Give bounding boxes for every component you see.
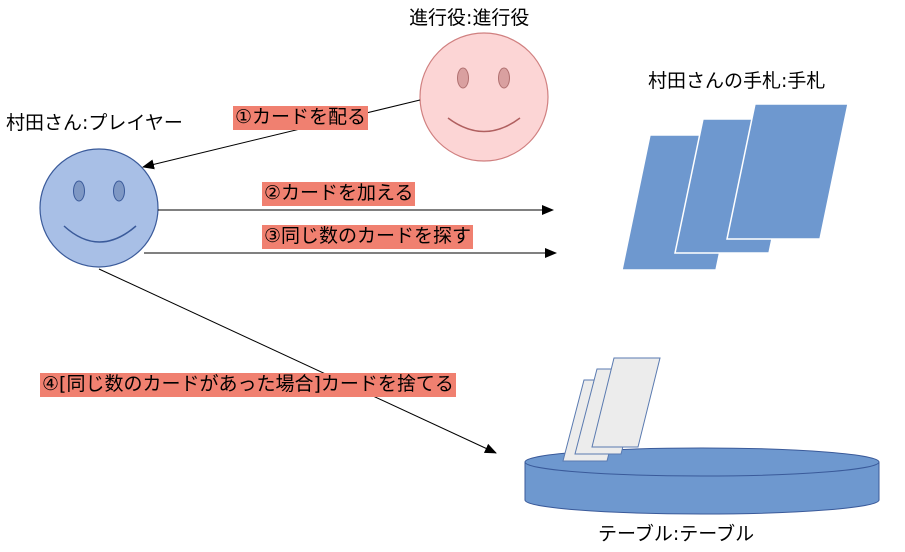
table-icon bbox=[524, 357, 880, 515]
message-add-cards: ②カードを加える bbox=[262, 182, 416, 206]
hand-cards-icon bbox=[621, 103, 849, 271]
discarded-cards-icon bbox=[562, 357, 661, 462]
hand-label: 村田さんの手札:手札 bbox=[648, 70, 826, 92]
arrow-deal-cards bbox=[142, 99, 421, 170]
player-label: 村田さん:プレイヤー bbox=[6, 112, 183, 134]
message-deal-cards: ①カードを配る bbox=[233, 106, 369, 130]
message-discard-cards: ④[同じ数のカードがあった場合]カードを捨てる bbox=[40, 373, 456, 397]
facilitator-face-icon bbox=[419, 32, 549, 162]
arrow-discard-cards bbox=[98, 268, 497, 454]
message-find-pairs: ③同じ数のカードを探す bbox=[262, 225, 474, 249]
player-face-icon bbox=[39, 148, 159, 268]
facilitator-label: 進行役:進行役 bbox=[409, 7, 530, 29]
table-label: テーブル:テーブル bbox=[598, 523, 755, 545]
